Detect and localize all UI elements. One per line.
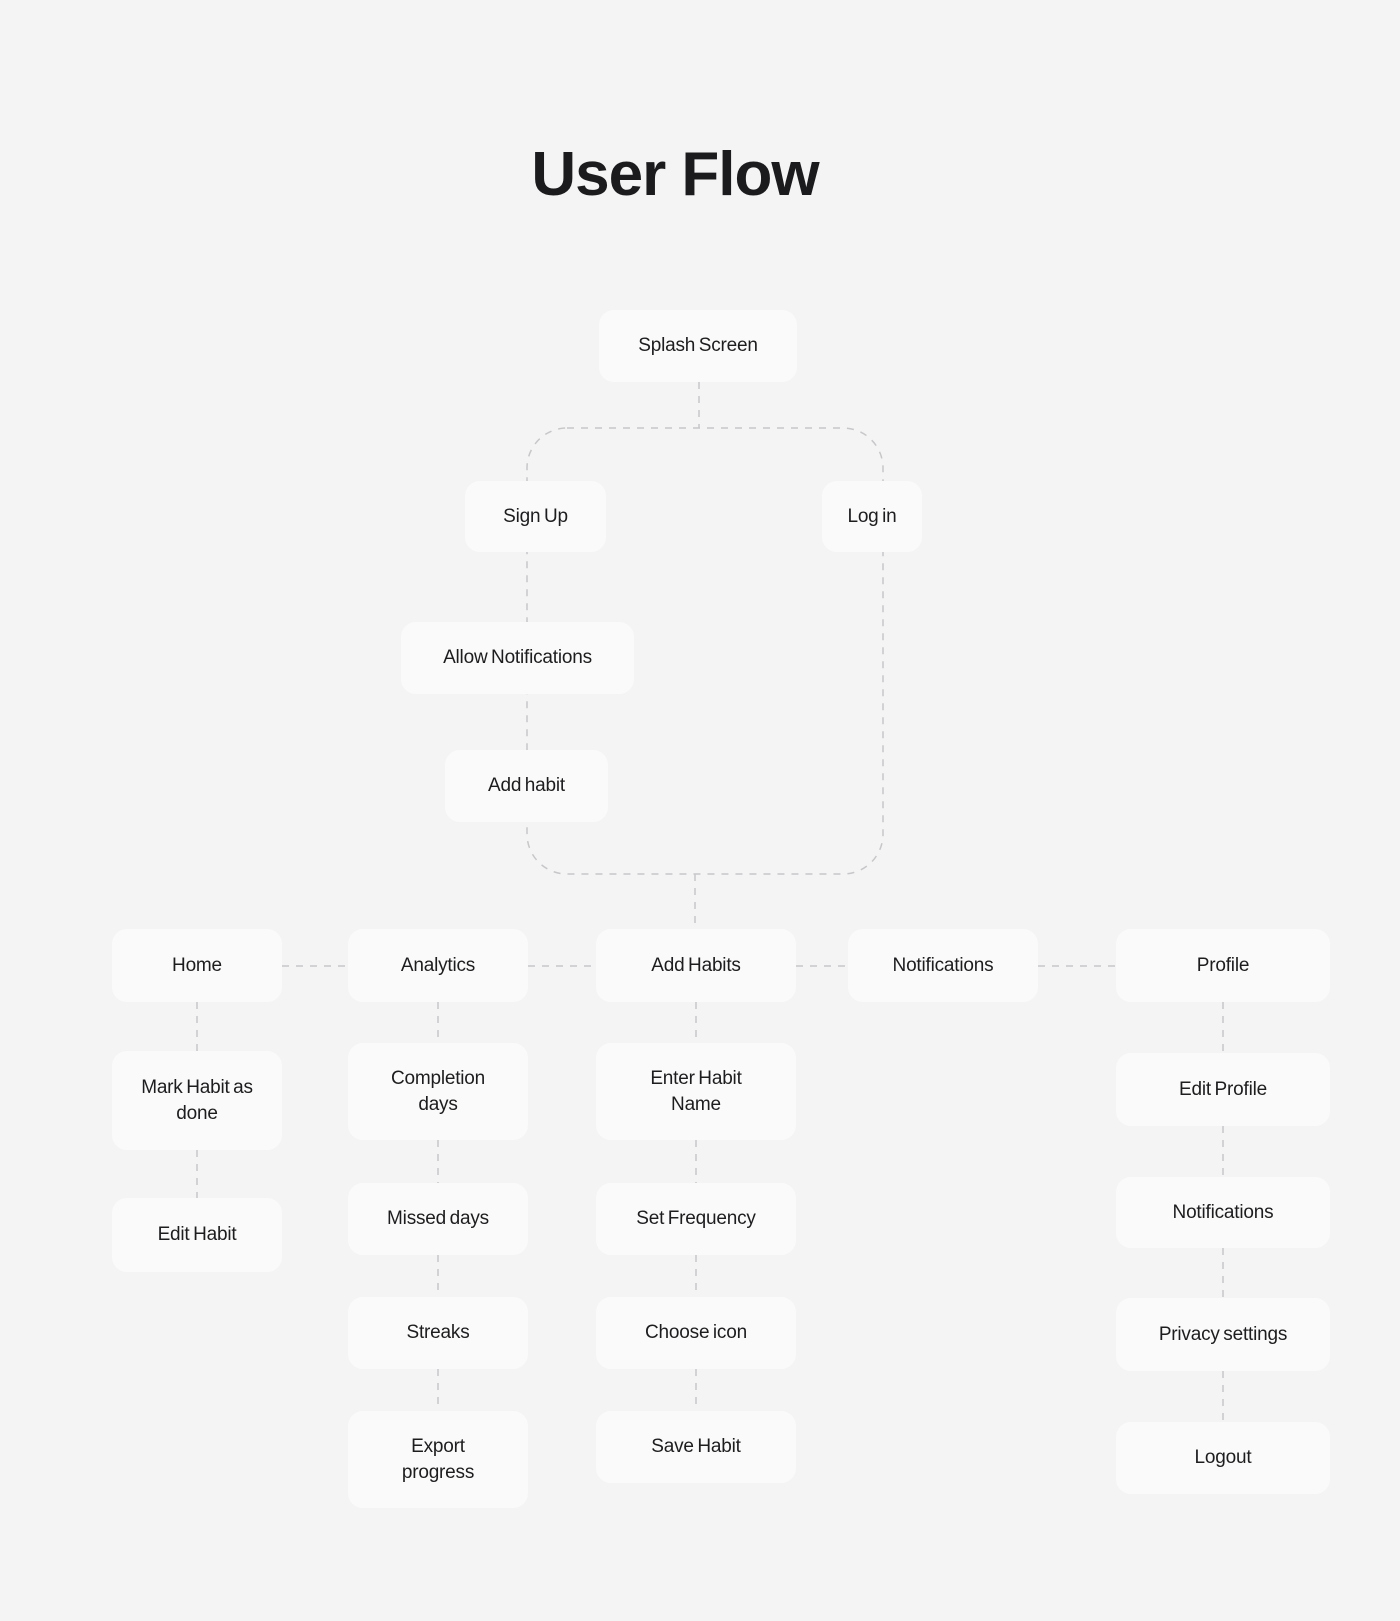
node-add-habits: Add Habits	[596, 929, 796, 1002]
node-splash-screen: Splash Screen	[599, 310, 797, 382]
node-label: Mark Habit as done	[141, 1077, 253, 1124]
node-enter-habit-name: Enter Habit Name	[596, 1043, 796, 1140]
node-label: Missed days	[387, 1208, 489, 1230]
node-label: Notifications	[1172, 1201, 1274, 1223]
node-label: Export progress	[401, 1436, 475, 1483]
node-label: Sign Up	[503, 505, 568, 527]
node-label: Add Habits	[651, 954, 741, 976]
node-allow-notifications: Allow Notifications	[401, 622, 634, 694]
node-profile: Profile	[1116, 929, 1330, 1002]
node-log-in: Log in	[822, 481, 922, 552]
node-label: Log in	[847, 505, 897, 527]
page-title: User Flow	[531, 139, 819, 209]
node-label: Set Frequency	[636, 1208, 756, 1230]
node-streaks: Streaks	[348, 1297, 528, 1369]
node-edit-profile: Edit Profile	[1116, 1053, 1330, 1126]
node-edit-habit: Edit Habit	[112, 1198, 282, 1272]
node-label: Privacy settings	[1158, 1323, 1288, 1345]
node-label: Allow Notifications	[443, 647, 592, 669]
node-set-frequency: Set Frequency	[596, 1183, 796, 1255]
node-export-progress: Export progress	[348, 1411, 528, 1508]
node-missed-days: Missed days	[348, 1183, 528, 1255]
node-choose-icon: Choose icon	[596, 1297, 796, 1369]
node-label: Enter Habit Name	[650, 1068, 742, 1115]
node-label: Splash Screen	[638, 335, 758, 357]
node-sign-up: Sign Up	[465, 481, 606, 552]
node-label: Add habit	[488, 775, 565, 797]
node-completion-days: Completion days	[348, 1043, 528, 1140]
node-notifications: Notifications	[848, 929, 1038, 1002]
node-label: Analytics	[400, 954, 476, 976]
node-label: Notifications	[892, 954, 994, 976]
node-home: Home	[112, 929, 282, 1002]
node-label: Edit Profile	[1179, 1078, 1267, 1100]
node-label: Home	[172, 954, 222, 976]
node-privacy-settings: Privacy settings	[1116, 1298, 1330, 1371]
node-label: Completion days	[390, 1068, 486, 1115]
node-label: Logout	[1194, 1447, 1252, 1469]
node-label: Edit Habit	[157, 1224, 237, 1246]
node-add-habit: Add habit	[445, 750, 608, 822]
node-analytics: Analytics	[348, 929, 528, 1002]
node-logout: Logout	[1116, 1422, 1330, 1494]
node-label: Streaks	[406, 1322, 470, 1344]
node-label: Save Habit	[651, 1436, 741, 1458]
node-save-habit: Save Habit	[596, 1411, 796, 1483]
node-label: Profile	[1196, 954, 1250, 976]
node-label: Choose icon	[645, 1322, 747, 1344]
node-profile-notifications: Notifications	[1116, 1177, 1330, 1248]
node-mark-habit-as-done: Mark Habit as done	[112, 1051, 282, 1150]
